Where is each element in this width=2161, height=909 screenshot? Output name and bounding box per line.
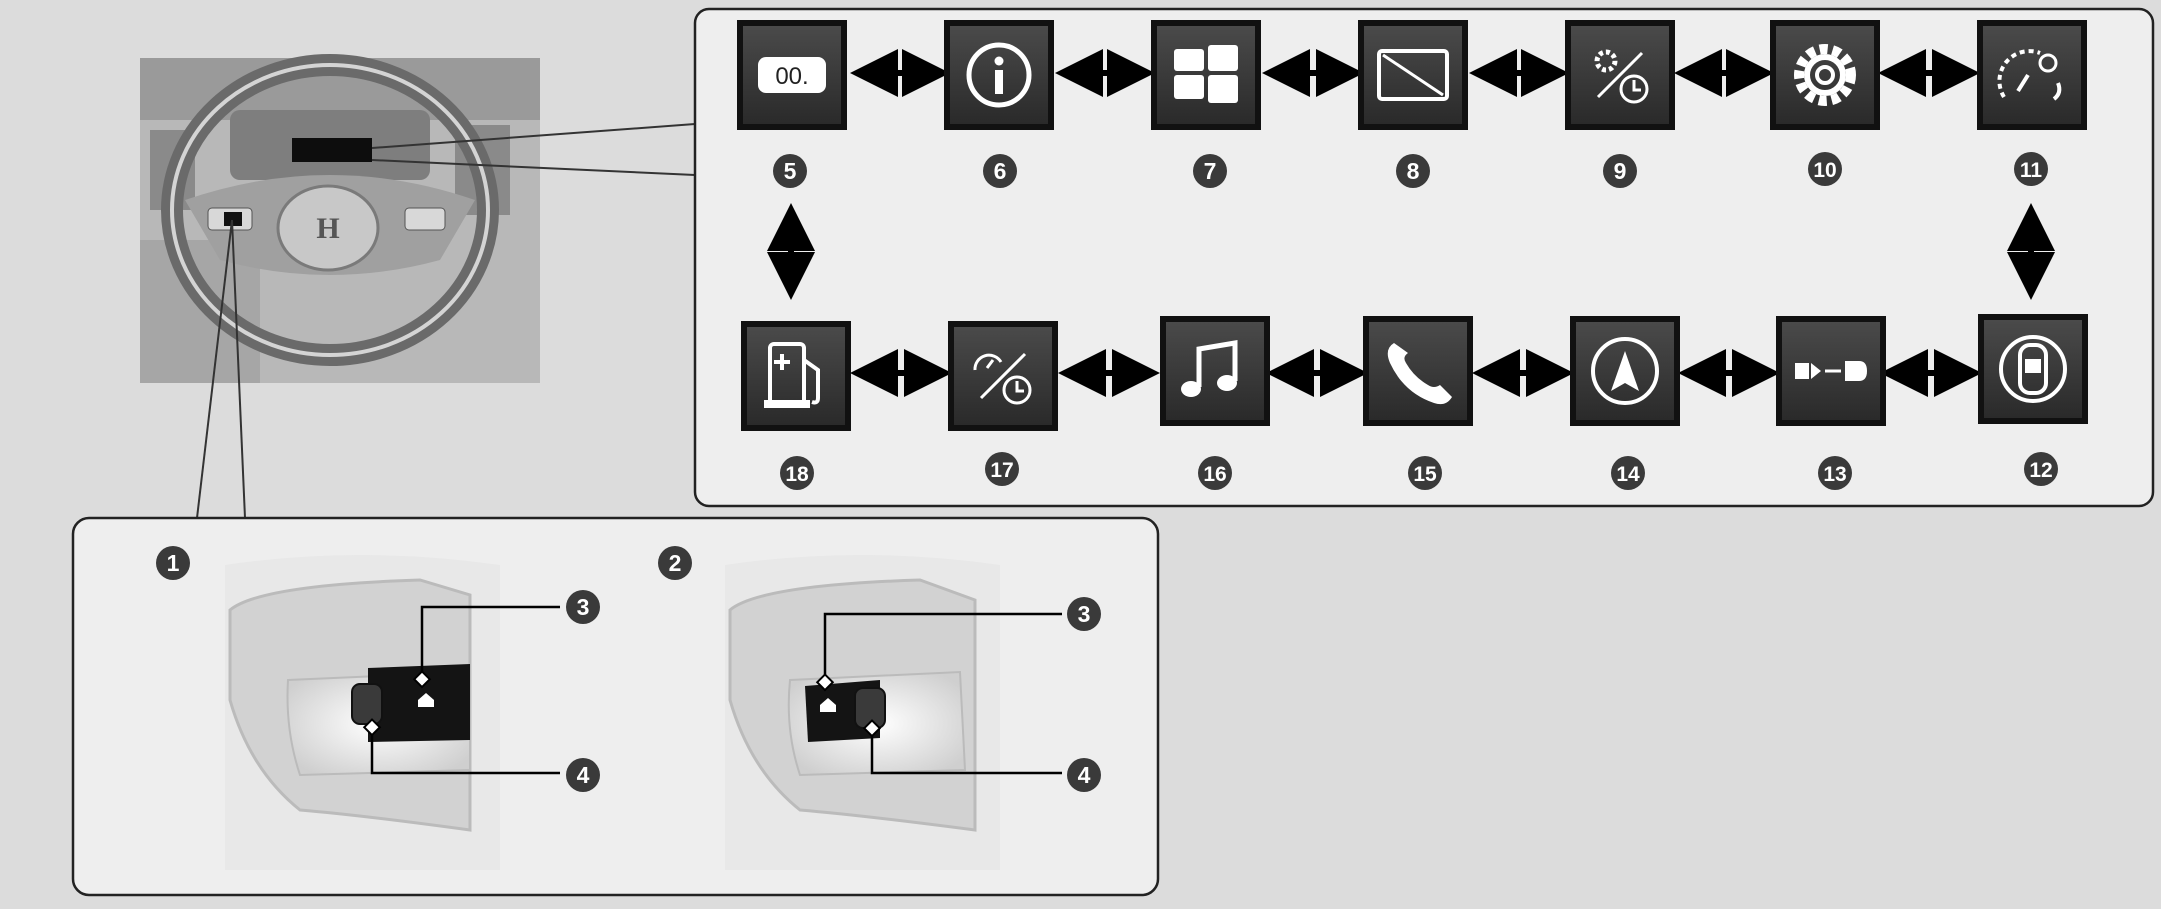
navigation-compass-icon (1570, 316, 1680, 426)
callout-8: 8 (1396, 154, 1430, 188)
switch-illustration-right (725, 555, 1000, 870)
callout-label: 16 (1203, 463, 1226, 486)
gear-icon (1770, 20, 1880, 130)
meter-brightness-icon (1977, 20, 2087, 130)
callout-label: 18 (785, 463, 809, 486)
callout-5: 5 (773, 154, 807, 188)
home-icon (418, 693, 434, 707)
callout-label: 3 (577, 594, 590, 620)
icon-tiles: 00. (737, 20, 2088, 431)
callout-16: 16 (1198, 456, 1232, 490)
fuel-pump-icon (741, 321, 851, 431)
callout-18: 18 (780, 456, 814, 490)
callout-3: 3 (566, 590, 600, 624)
callout-1: 1 (156, 546, 190, 580)
callout-label: 8 (1407, 158, 1420, 184)
leader-diamonds (362, 670, 882, 738)
callout-label: 15 (1413, 463, 1437, 486)
split-screen-icon (1151, 20, 1261, 130)
callout-6: 6 (983, 154, 1017, 188)
callout-label: 17 (990, 459, 1013, 482)
callout-label: 9 (1614, 158, 1627, 184)
settings-timer-icon (1565, 20, 1675, 130)
callout-label: 3 (1078, 601, 1091, 627)
odometer-display-icon: 00. (737, 20, 847, 130)
callout-label: 1 (167, 550, 180, 576)
callout-label: 6 (994, 158, 1007, 184)
callout-label: 4 (577, 762, 590, 788)
callout-4: 4 (566, 758, 600, 792)
vehicle-following-icon (1776, 316, 1886, 426)
callout-4: 4 (1067, 758, 1101, 792)
home-icon (820, 698, 836, 712)
callout-label: 5 (784, 158, 797, 184)
callout-label: 12 (2029, 459, 2052, 482)
callout-9: 9 (1603, 154, 1637, 188)
callout-label: 11 (2020, 159, 2043, 182)
callout-17: 17 (985, 452, 1019, 486)
thumbwheel-left (351, 683, 383, 725)
speed-time-icon (948, 321, 1058, 431)
dashboard-illustration: H (140, 54, 540, 383)
callout-label: 10 (1813, 159, 1836, 182)
callout-10: 10 (1808, 152, 1842, 186)
callout-leaders (370, 605, 1062, 775)
svg-text:H: H (316, 212, 339, 245)
callout-11: 11 (2014, 152, 2048, 186)
callout-13: 13 (1818, 456, 1852, 490)
callout-2: 2 (658, 546, 692, 580)
callout-12: 12 (2024, 452, 2058, 486)
callout-3: 3 (1067, 597, 1101, 631)
callout-label: 2 (669, 550, 682, 576)
callout-15: 15 (1408, 456, 1442, 490)
callout-label: 14 (1616, 463, 1640, 486)
callout-14: 14 (1611, 456, 1645, 490)
phone-icon (1363, 316, 1473, 426)
cycle-arrows (767, 49, 2055, 397)
info-icon (944, 20, 1054, 130)
music-icon (1160, 316, 1270, 426)
callout-label: 4 (1078, 762, 1091, 788)
callout-label: 13 (1823, 463, 1846, 486)
switch-illustration-left (225, 555, 500, 870)
callout-7: 7 (1193, 154, 1227, 188)
leader-lines (196, 123, 696, 519)
blank-screen-icon (1358, 20, 1468, 130)
odometer-display-text: 00. (775, 63, 808, 90)
callout-label: 7 (1204, 158, 1217, 184)
door-status-icon (1978, 314, 2088, 424)
meter-display (292, 138, 372, 162)
